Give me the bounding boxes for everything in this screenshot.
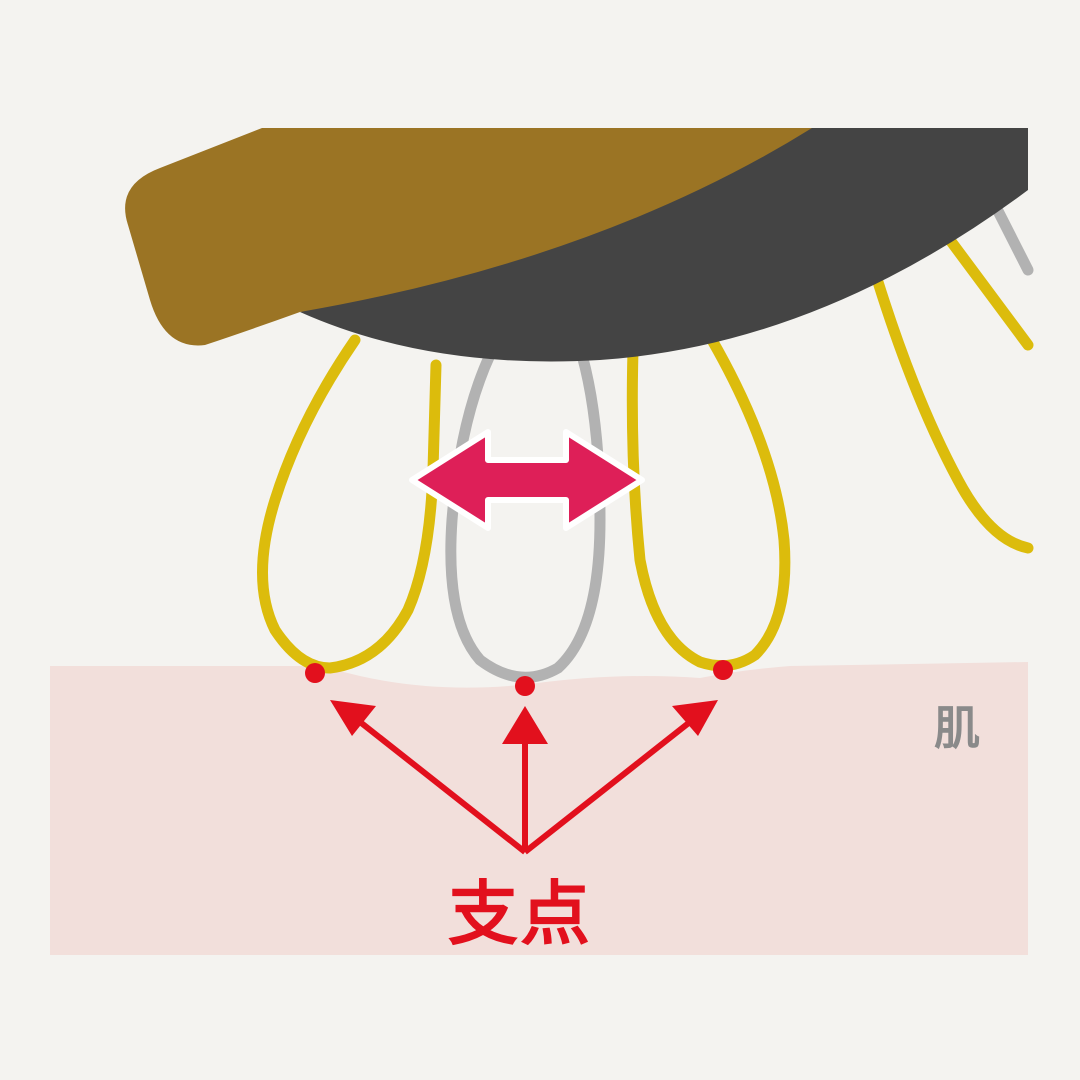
fulcrum-arrows	[353, 715, 697, 855]
arrow-up-icon	[502, 706, 548, 744]
spread-arrow-icon	[409, 429, 645, 531]
arrow-up-icon	[330, 700, 376, 736]
bristle-right-gray	[989, 199, 1034, 276]
bristle-right-yellow-loop	[872, 276, 1034, 554]
bristle-right-yellow-outer	[944, 234, 1034, 351]
bristle-loop-left	[257, 334, 442, 674]
skin-layer	[50, 662, 1028, 955]
brush-handle	[125, 128, 813, 346]
fulcrum-point-left	[305, 663, 325, 683]
arrow-up-icon	[672, 700, 718, 736]
fulcrum-arrow-right-line	[523, 715, 697, 855]
fulcrum-arrow-left-line	[353, 715, 527, 855]
fulcrum-label: 支点	[448, 873, 592, 955]
skin-label: 肌	[934, 701, 980, 755]
bristle-loop-right	[626, 334, 791, 672]
brush-head	[300, 128, 1028, 362]
fulcrum-point-center	[515, 676, 535, 696]
fulcrum-point-right	[713, 660, 733, 680]
